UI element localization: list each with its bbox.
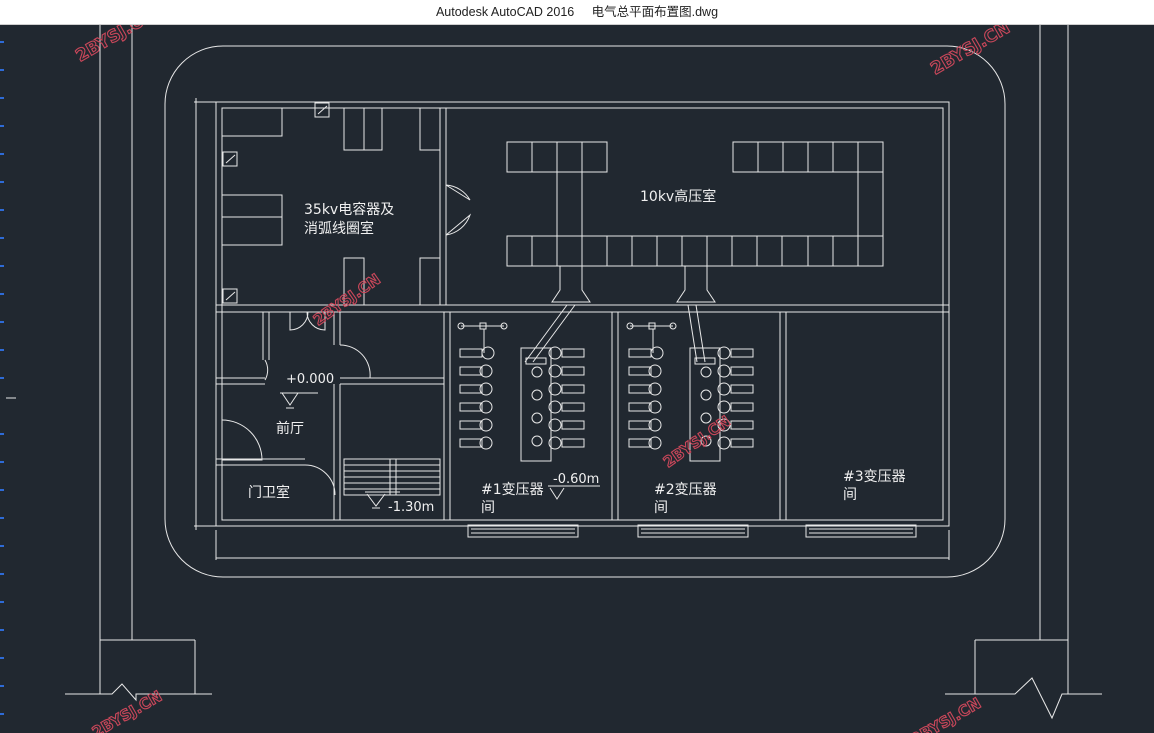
doors [221,184,472,496]
watermark-center-left: 2BYSJ.CN [310,270,384,329]
road-boundary [164,45,1006,578]
room-35kv-label-1: 35kv电容器及 [304,201,394,218]
watermark-top-right: 2BYSJ.CN [928,25,1014,79]
trans1-label-2: 间 [481,500,495,516]
building-outline [194,98,950,560]
elevation-trans1: -0.60m [553,472,599,487]
site-wall-left [65,25,212,702]
left-axis-ticks [0,41,4,715]
room-35kv-label-2: 消弧线圈室 [304,220,374,237]
transformer-2-symbol [626,322,754,462]
trans3-label-2: 间 [843,487,857,503]
room-guard-label: 门卫室 [248,484,290,501]
drawing-canvas[interactable]: 35kv电容器及 消弧线圈室 10kv高压室 +0.000 前厅 门卫室 -1.… [0,25,1154,733]
switchgear-cabinets [506,141,884,363]
capacitor-equipment [221,102,441,306]
elevation-stair: -1.30m [388,500,434,515]
watermark-top-left: 2BYSJ.CN [73,25,159,66]
elevation-lobby: +0.000 [286,372,334,387]
trans2-label-1: #2变压器 [654,482,717,498]
room-lobby-label: 前厅 [276,420,304,437]
site-wall-right [945,25,1102,720]
trans1-label-1: #1变压器 [481,482,544,498]
file-name: 电气总平面布置图.dwg [591,5,719,19]
drawing-svg[interactable]: 35kv电容器及 消弧线圈室 10kv高压室 +0.000 前厅 门卫室 -1.… [0,25,1154,733]
watermark-center-right: 2BYSJ.CN [660,412,734,471]
trans3-label-1: #3变压器 [843,469,906,485]
title-bar: Autodesk AutoCAD 2016 电气总平面布置图.dwg [0,0,1154,25]
stairs [343,458,441,496]
app-title: Autodesk AutoCAD 2016 [435,5,575,19]
interior-walls [216,108,949,520]
transformer-1-symbol [457,322,585,462]
window-title: Autodesk AutoCAD 2016 电气总平面布置图.dwg [0,0,1154,24]
louvers [467,519,943,538]
trans2-label-2: 间 [654,500,668,516]
room-10kv-label: 10kv高压室 [640,188,716,205]
elevation-marks [280,392,600,509]
watermark-bottom-right: 2BYSJ.CN [908,694,984,733]
